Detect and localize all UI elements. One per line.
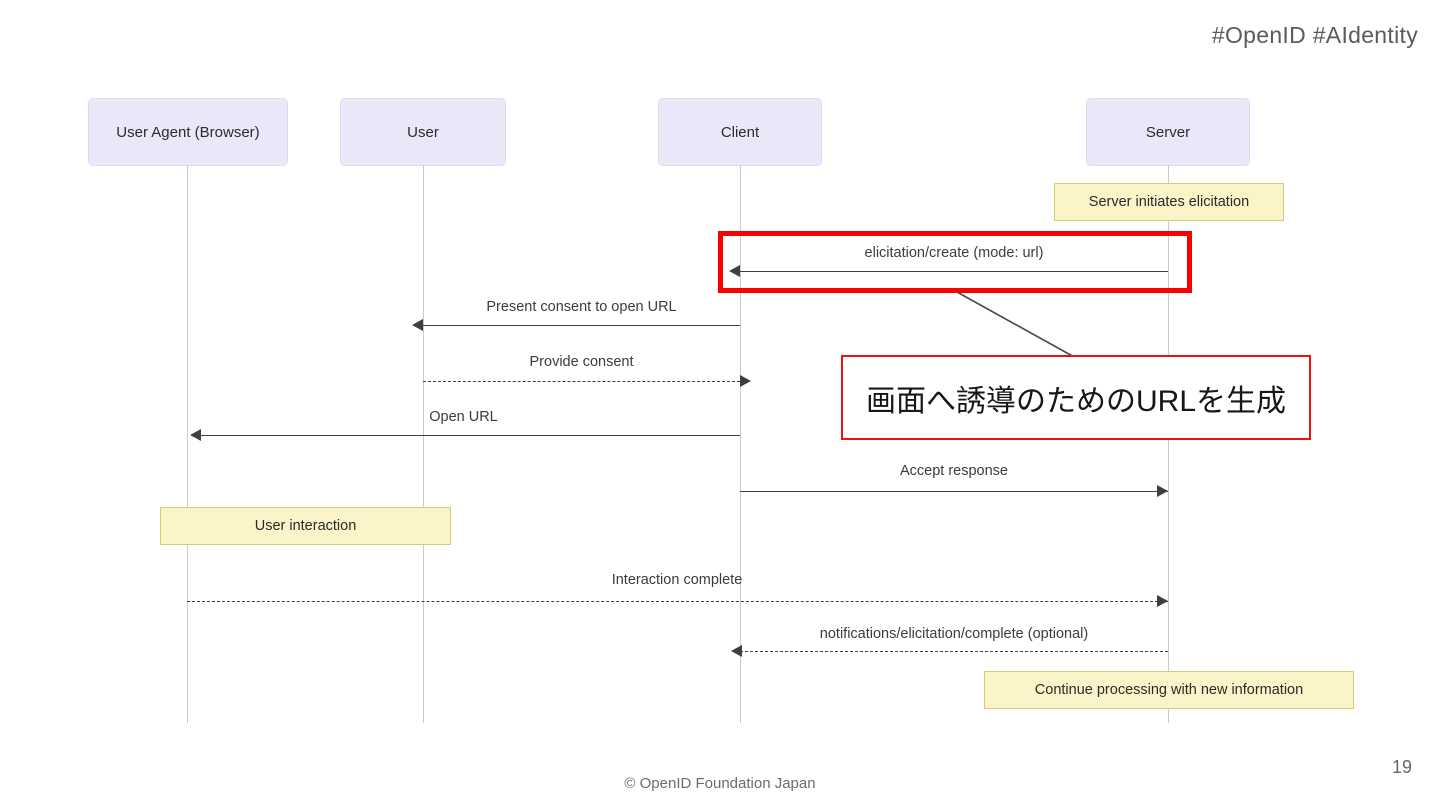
note-label: Continue processing with new information xyxy=(1034,682,1304,698)
sequence-diagram: User Agent (Browser) User Client Server … xyxy=(88,98,1354,723)
arrow-head-interaction-complete xyxy=(1157,595,1168,607)
red-highlight-elicitation-create xyxy=(718,231,1192,293)
note-continue-processing: Continue processing with new information xyxy=(984,671,1354,709)
note-label: Server initiates elicitation xyxy=(1088,194,1250,210)
message-line-elicitation-create xyxy=(740,271,1168,272)
footer-copyright: © OpenID Foundation Japan xyxy=(624,775,816,792)
arrow-head-present-consent xyxy=(412,319,423,331)
participant-label: User xyxy=(407,123,439,141)
note-label: User interaction xyxy=(254,518,357,534)
lifeline-user xyxy=(423,166,424,723)
message-line-present-consent xyxy=(423,325,740,326)
callout-url-generation: 画面へ誘導のためのURLを生成 xyxy=(841,355,1311,440)
arrow-head-notifications-elicitation-complete xyxy=(731,645,742,657)
message-line-interaction-complete xyxy=(187,601,1168,602)
lifeline-user-agent xyxy=(187,166,188,723)
message-line-accept-response xyxy=(740,491,1168,492)
message-label-interaction-complete: Interaction complete xyxy=(611,572,743,588)
note-server-initiates-elicitation: Server initiates elicitation xyxy=(1054,183,1284,221)
callout-leader-line xyxy=(956,291,1077,359)
participant-user: User xyxy=(340,98,506,166)
page-number: 19 xyxy=(1391,757,1412,777)
note-user-interaction: User interaction xyxy=(160,507,451,545)
lifeline-server xyxy=(1168,166,1169,723)
message-label-elicitation-create: elicitation/create (mode: url) xyxy=(864,245,1044,261)
arrow-head-elicitation-create xyxy=(729,265,740,277)
arrow-head-provide-consent xyxy=(740,375,751,387)
participant-user-agent: User Agent (Browser) xyxy=(88,98,288,166)
participant-label: Server xyxy=(1145,123,1191,141)
participant-client: Client xyxy=(658,98,822,166)
lifeline-client xyxy=(740,166,741,723)
arrow-head-accept-response xyxy=(1157,485,1168,497)
message-label-open-url: Open URL xyxy=(429,409,498,425)
message-label-accept-response: Accept response xyxy=(899,463,1008,479)
participant-label: Client xyxy=(720,123,760,141)
header-hashtags: #OpenID #AIdentity xyxy=(1211,22,1418,48)
message-label-present-consent: Present consent to open URL xyxy=(486,299,677,315)
message-line-open-url xyxy=(194,435,740,436)
message-label-provide-consent: Provide consent xyxy=(529,354,634,370)
message-line-provide-consent xyxy=(423,381,740,382)
message-label-notifications-elicitation-complete: notifications/elicitation/complete (opti… xyxy=(819,626,1089,642)
participant-server: Server xyxy=(1086,98,1250,166)
arrow-head-open-url xyxy=(190,429,201,441)
message-line-notifications-elicitation-complete xyxy=(740,651,1168,652)
callout-label: 画面へ誘導のためのURLを生成 xyxy=(865,384,1286,418)
participant-label: User Agent (Browser) xyxy=(116,123,260,141)
